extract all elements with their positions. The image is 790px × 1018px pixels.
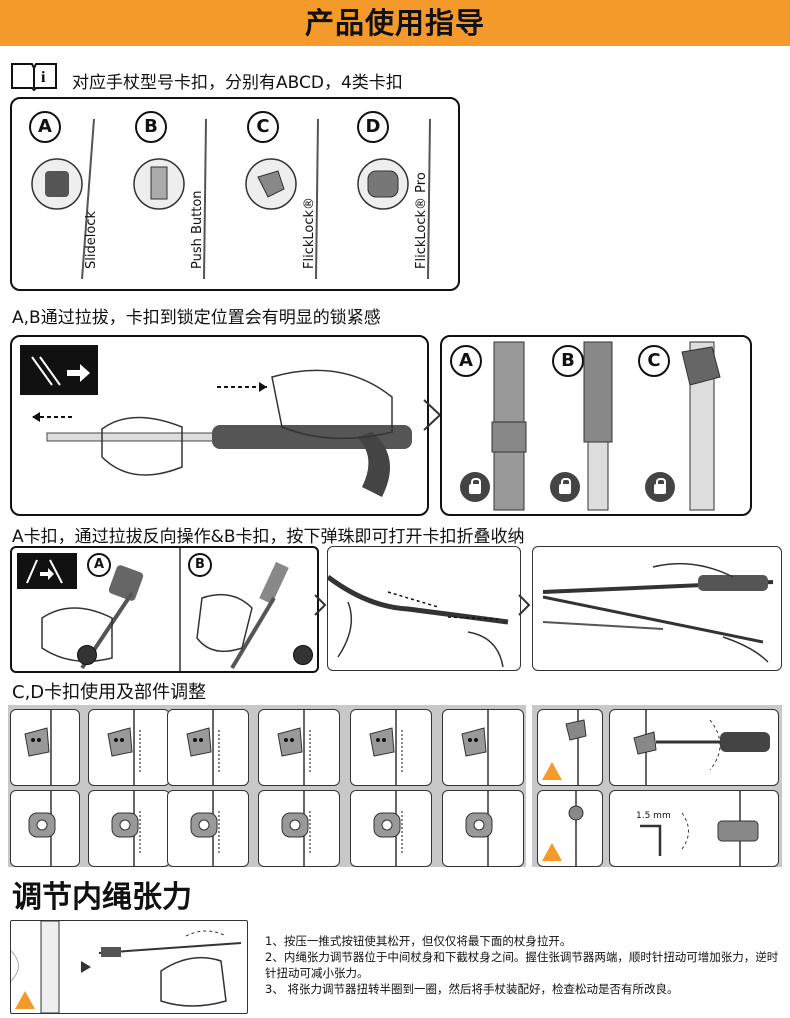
type-name-c: FlickLock® (302, 196, 317, 269)
step-c-4 (258, 709, 340, 786)
step-c-2 (88, 709, 170, 786)
step-c-illustration (186, 710, 220, 785)
type-letter-c: C (247, 111, 279, 143)
adjust-c-panel-1 (537, 709, 603, 786)
pull-pole-illustration (20, 345, 412, 497)
step-c-1 (10, 709, 80, 786)
locked-state-panel: A B C (440, 335, 752, 516)
arrow-right-icon (518, 594, 531, 616)
page-title: 产品使用指导 (304, 6, 485, 40)
step-d-5 (350, 790, 432, 867)
warning-icon (15, 991, 35, 1009)
instruction-3: 3、 将张力调节器扭转半圈到一圈，然后将手杖装配好，检查松动是否有所改良。 (265, 982, 679, 996)
pull-lock-panel (10, 335, 429, 516)
tension-adjust-illustration (11, 921, 242, 1013)
instruction-1: 1、按压一推式按钮使其松开，但仅仅将最下面的杖身拉开。 (265, 934, 572, 948)
adjust-d-panel-1 (537, 790, 603, 867)
warning-icon (542, 762, 562, 780)
type-name-b: Push Button (190, 190, 205, 269)
warning-icon (542, 843, 562, 861)
locked-poles-illustration (491, 341, 721, 511)
pole-c-illustration (245, 118, 319, 280)
step-c-illustration (107, 710, 141, 785)
step-d-illustration (190, 791, 220, 866)
tension-panel (10, 920, 248, 1014)
step-c-3 (167, 709, 249, 786)
step-d-illustration (465, 791, 493, 866)
pole-b-illustration (133, 118, 207, 280)
step-c-5 (350, 709, 432, 786)
unlock-icon-b (293, 645, 313, 665)
title-banner: 产品使用指导 (0, 0, 790, 46)
step-d-4 (258, 790, 340, 867)
unlock-letter-a: A (87, 553, 111, 577)
step-c-6 (442, 709, 524, 786)
fold-step-panel-2 (532, 546, 782, 671)
unlock-letter-b: B (188, 553, 212, 577)
section5-title: 调节内绳张力 (12, 880, 192, 915)
step-d-2 (88, 790, 170, 867)
section4-title: C,D卡扣使用及部件调整 (12, 682, 207, 703)
locked-letter-c: C (638, 345, 670, 377)
type-name-a: Slidelock (84, 211, 99, 269)
hex-key-size-label: 1.5 mm (636, 811, 671, 821)
screwdriver-illustration (633, 710, 770, 785)
arrow-right-icon (314, 594, 327, 616)
type-letter-a: A (29, 111, 61, 143)
step-d-illustration (281, 791, 311, 866)
step-d-1 (10, 790, 80, 867)
flicklock-d-illustration (568, 791, 584, 866)
folding-pole-illustration (328, 574, 509, 668)
section3-title: A卡扣，通过拉拔反向操作&B卡扣，按下弹珠即可打开卡扣折叠收纳 (12, 527, 525, 547)
adjust-c-panel-2 (609, 709, 779, 786)
lock-icon-c (645, 472, 675, 502)
lock-icon-a (460, 472, 490, 502)
step-d-illustration (111, 791, 141, 866)
lock-icon-b (550, 472, 580, 502)
section2-title: A,B通过拉拔，卡扣到锁定位置会有明显的锁紧感 (12, 308, 381, 328)
section1-title: 对应手杖型号卡扣，分别有ABCD，4类卡扣 (72, 73, 403, 93)
pole-a-illustration (31, 118, 95, 280)
book-info-icon: i (11, 63, 57, 92)
locked-letter-a: A (450, 345, 482, 377)
instruction-2: 2、内绳张力调节器位于中间杖身和下截杖身之间。握住张调节器两端，顺时针扭动可增加… (265, 950, 779, 980)
tension-instructions: 1、按压一推式按钮使其松开，但仅仅将最下面的杖身拉开。 2、内绳张力调节器位于中… (265, 933, 785, 997)
unlock-panel: A B (10, 546, 319, 673)
hex-key-illustration (640, 791, 759, 866)
type-letter-d: D (357, 111, 389, 143)
step-d-3 (167, 790, 249, 867)
lock-types-panel: A Slidelock B Push Button C FlickLock® D… (10, 97, 460, 291)
type-letter-b: B (135, 111, 167, 143)
flicklock-c-illustration (565, 710, 587, 785)
step-c-illustration (277, 710, 311, 785)
step-c-illustration (461, 710, 489, 785)
folded-pole-illustration (542, 562, 774, 663)
step-c-illustration (369, 710, 403, 785)
unlock-icon-a (77, 645, 97, 665)
step-c-illustration (24, 710, 52, 785)
fold-step-panel-1 (327, 546, 521, 671)
unlock-illustration (17, 548, 289, 671)
type-name-d: FlickLock® Pro (414, 172, 429, 269)
step-d-illustration (28, 791, 56, 866)
locked-letter-b: B (552, 345, 584, 377)
step-d-6 (442, 790, 524, 867)
step-d-illustration (373, 791, 403, 866)
svg-text:i: i (41, 69, 46, 86)
adjust-d-panel-2: 1.5 mm (609, 790, 779, 867)
pole-d-illustration (357, 118, 431, 280)
